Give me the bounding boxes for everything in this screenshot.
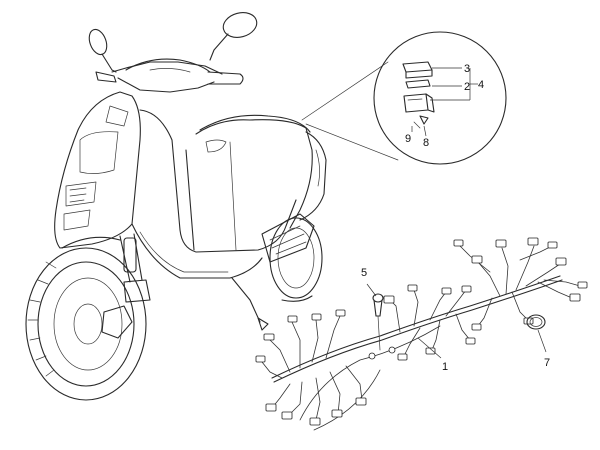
screw: [413, 115, 429, 129]
relay-detail-inset: [301, 31, 507, 165]
scooter-body: [139, 109, 327, 253]
callout-9: 9: [405, 133, 411, 145]
callout-3: 3: [464, 63, 470, 75]
callout-2: 2: [464, 81, 470, 93]
callout-7: 8: [423, 137, 429, 149]
relay-body: [403, 93, 435, 113]
side-stand: [231, 277, 269, 331]
callout-4: 4: [478, 79, 484, 91]
engine-rear-wheel: [261, 213, 323, 302]
front-fork: [119, 233, 151, 303]
fuse-holder: [372, 293, 384, 351]
handlebar: [95, 58, 244, 93]
harness-right-branches: [453, 237, 588, 331]
scooter-illustration: [25, 12, 327, 401]
front-wheel: [25, 236, 147, 401]
harness-middle-branches: [383, 284, 476, 361]
callout-5: 5: [361, 267, 367, 279]
wiring-harness: [255, 237, 588, 431]
mirror-right: [209, 12, 258, 61]
front-shield: [54, 91, 141, 249]
harness-left-branches: [255, 309, 396, 426]
callout-1: 1: [442, 361, 448, 373]
callout-labels: 3 2 4 9 8 5 1 7: [361, 63, 550, 373]
clamp-ring: [526, 314, 546, 330]
callout-8: 7: [544, 357, 550, 369]
mirror-left: [88, 28, 117, 73]
relay-cover: [402, 61, 433, 79]
floorboard: [131, 223, 263, 279]
relay-seal: [405, 79, 431, 89]
